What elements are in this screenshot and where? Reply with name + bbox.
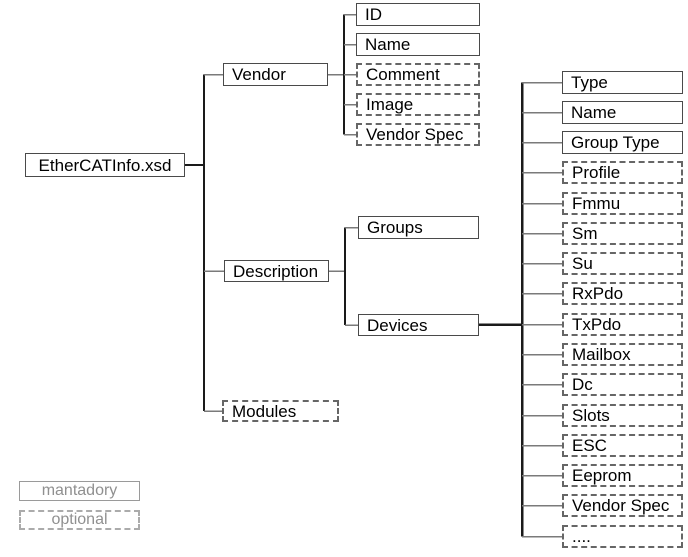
- node-su: Su: [562, 252, 683, 275]
- node-modules: Modules: [222, 400, 339, 422]
- node-vendor: Vendor: [223, 63, 328, 86]
- node-comment: Comment: [356, 63, 480, 86]
- legend-optional: optional: [19, 510, 140, 530]
- node-image: Image: [356, 93, 480, 116]
- node-mailbox: Mailbox: [562, 343, 683, 366]
- node-group-type: Group Type: [562, 131, 683, 154]
- node-ellipsis: ....: [562, 525, 683, 548]
- node-profile: Profile: [562, 161, 683, 184]
- legend-mandatory: mantadory: [19, 481, 140, 501]
- node-devices: Devices: [358, 314, 479, 336]
- node-vendor-name: Name: [356, 33, 480, 56]
- node-device-name: Name: [562, 101, 683, 124]
- node-slots: Slots: [562, 404, 683, 427]
- node-id: ID: [356, 3, 480, 26]
- node-vendor-spec: Vendor Spec: [356, 123, 480, 146]
- node-txpdo: TxPdo: [562, 313, 683, 336]
- node-rxpdo: RxPdo: [562, 282, 683, 305]
- node-dc: Dc: [562, 373, 683, 396]
- node-sm: Sm: [562, 222, 683, 245]
- node-type: Type: [562, 71, 683, 94]
- node-device-vendor-spec: Vendor Spec: [562, 494, 683, 517]
- node-fmmu: Fmmu: [562, 192, 683, 215]
- node-eeprom: Eeprom: [562, 464, 683, 487]
- node-description: Description: [224, 260, 329, 282]
- node-groups: Groups: [358, 216, 479, 239]
- node-esc: ESC: [562, 434, 683, 457]
- node-ethercatinfo-xsd: EtherCATInfo.xsd: [25, 153, 185, 177]
